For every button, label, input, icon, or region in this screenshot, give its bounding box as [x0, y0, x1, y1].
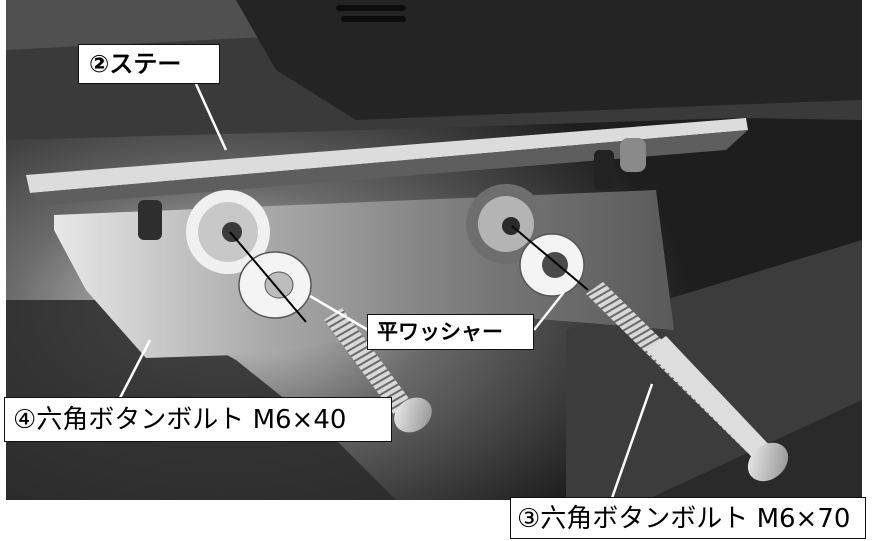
flat-washer-label: 平ワッシャー — [367, 314, 534, 350]
bolt-m6x40-label: ④六角ボタンボルト M6×40 — [4, 397, 392, 442]
bolt-m6x70-label: ③六角ボタンボルト M6×70 — [510, 497, 866, 539]
stay-label: ②ステー — [78, 44, 220, 84]
